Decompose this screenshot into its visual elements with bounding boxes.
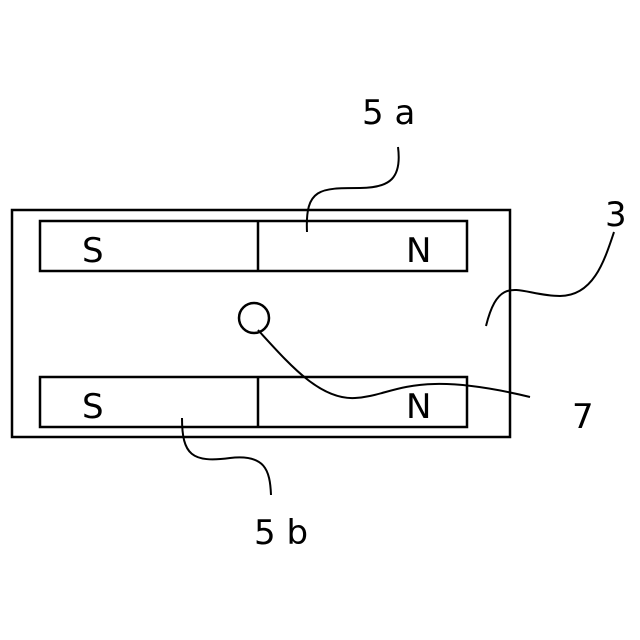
magnet-bottom: S N	[40, 377, 467, 427]
magnet-top: S N	[40, 221, 467, 271]
magnet-top-frame	[40, 221, 467, 271]
magnet-bottom-frame	[40, 377, 467, 427]
leader-line-5b	[182, 418, 271, 495]
label-5b: 5 b	[254, 513, 308, 553]
magnet-bottom-north-label: N	[406, 387, 431, 427]
leader-line-7	[258, 330, 530, 398]
label-5a: 5 a	[362, 93, 415, 133]
magnet-top-south-label: S	[82, 231, 104, 271]
magnet-bottom-south-label: S	[82, 387, 104, 427]
magnet-top-north-label: N	[406, 231, 431, 271]
center-point-circle	[239, 303, 269, 333]
label-7: 7	[572, 397, 594, 437]
label-3: 3	[605, 195, 627, 235]
leader-line-3	[486, 232, 614, 326]
leader-line-5a	[307, 147, 399, 232]
